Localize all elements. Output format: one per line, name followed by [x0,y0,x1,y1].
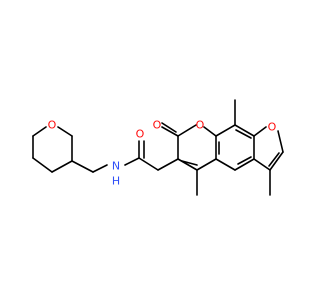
oxane-oxygen-label: O [48,119,57,132]
furan-oxygen-label: O [268,121,277,134]
lactone-oxygen-label: O [196,119,205,132]
pyranone-ring [161,122,217,171]
methyl-groups [196,99,271,196]
atom-labels: O O O O O N H [48,119,277,188]
carbonyl-oxygen-label: O [153,119,162,132]
amide-group [124,140,159,171]
amide-oxygen-label: O [136,128,145,141]
oxane-ring [32,126,73,173]
amide-hydrogen-label: H [112,175,120,188]
methylene-linker [71,160,108,173]
amide-nitrogen-label: N [112,160,120,173]
molecule-canvas: O O O O O N H [32,99,284,196]
molecule-structure: O O O O O N H [32,99,284,196]
furan-ring [253,126,284,171]
benzene-ring [215,124,255,171]
ch2-linker [157,158,179,171]
